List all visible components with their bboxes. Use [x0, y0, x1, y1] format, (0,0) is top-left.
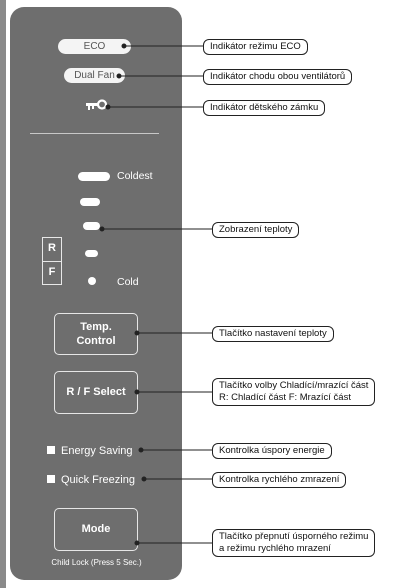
temp-control-button[interactable]: Temp. Control — [54, 313, 138, 355]
key-icon — [86, 99, 108, 110]
mode-button[interactable]: Mode — [54, 508, 138, 551]
callout-rf-select-line1: Tlačítko volby Chladící/mrazící část — [219, 380, 369, 391]
callout-mode-line2: a režimu rychlého mrazení — [219, 543, 331, 554]
energy-saving-lamp — [47, 446, 55, 454]
callout-eco: Indikátor režimu ECO — [203, 39, 308, 55]
callout-quick-freezing: Kontrolka rychlého zmrazení — [212, 472, 347, 488]
temp-level-1 — [78, 172, 110, 181]
callout-dual-fan: Indikátor chodu obou ventilátorů — [203, 69, 353, 85]
callout-temperature: Zobrazení teploty — [212, 222, 300, 238]
callout-child-lock: Indikátor dětského zámku — [203, 100, 326, 116]
rf-indicator-r: R — [48, 242, 56, 254]
energy-saving-label: Energy Saving — [61, 445, 133, 457]
rf-select-label: R / F Select — [66, 386, 126, 398]
child-lock-hint: Child Lock (Press 5 Sec.) — [51, 558, 142, 567]
temp-control-line1: Temp. — [80, 321, 112, 333]
callout-rf-select-line2: R: Chladící část F: Mrazící část — [219, 392, 351, 403]
left-edge-strip — [0, 0, 6, 588]
temp-level-2 — [80, 198, 100, 206]
quick-freezing-label: Quick Freezing — [61, 474, 135, 486]
dual-fan-indicator: Dual Fan — [64, 68, 125, 83]
temp-control-line2: Control — [76, 335, 116, 347]
callout-temp-button: Tlačítko nastavení teploty — [212, 326, 334, 342]
callout-energy-saving: Kontrolka úspory energie — [212, 443, 332, 459]
panel-divider — [30, 133, 159, 134]
control-panel — [10, 7, 182, 580]
quick-freezing-indicator: Quick Freezing — [47, 474, 135, 486]
rf-indicator-separator — [43, 261, 61, 262]
temp-level-3 — [83, 222, 100, 230]
rf-indicator-f: F — [48, 266, 56, 278]
eco-indicator: ECO — [58, 39, 131, 54]
callout-mode: Tlačítko přepnutí úsporného režimu a rež… — [212, 529, 376, 557]
cold-label: Cold — [117, 276, 139, 288]
rf-indicator: R F — [42, 237, 62, 285]
mode-label: Mode — [81, 523, 111, 535]
energy-saving-indicator: Energy Saving — [47, 445, 133, 457]
callout-mode-line1: Tlačítko přepnutí úsporného režimu — [219, 531, 369, 542]
rf-select-button[interactable]: R / F Select — [54, 371, 138, 414]
quick-freezing-lamp — [47, 475, 55, 483]
coldest-label: Coldest — [117, 170, 153, 182]
callout-rf-select: Tlačítko volby Chladící/mrazící část R: … — [212, 378, 376, 406]
temp-level-5 — [88, 277, 96, 285]
temp-level-4 — [85, 250, 98, 257]
